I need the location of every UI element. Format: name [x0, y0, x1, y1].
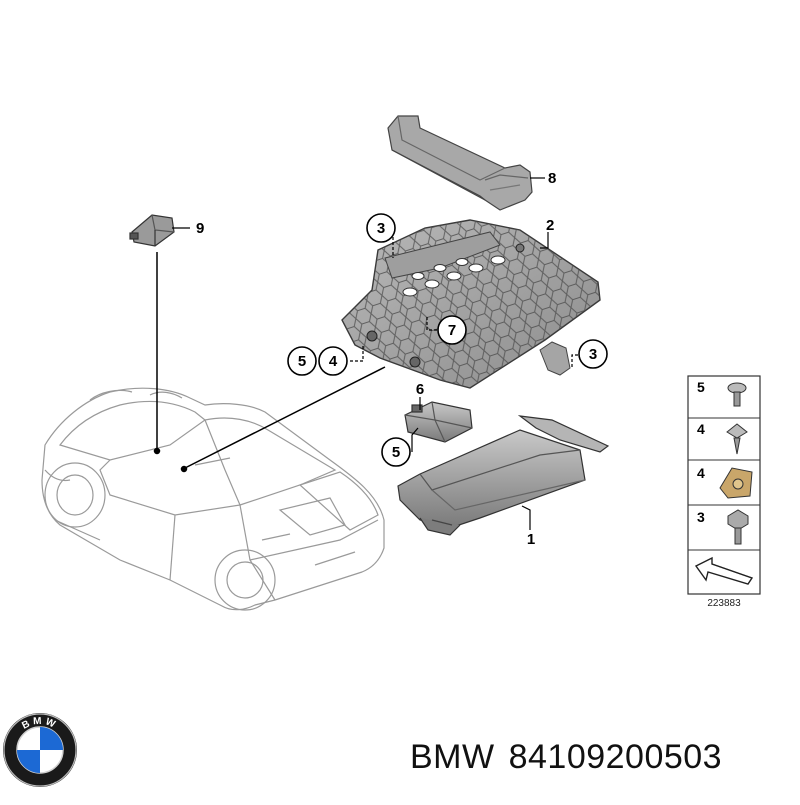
svg-text:5: 5 — [298, 353, 306, 370]
svg-text:7: 7 — [448, 322, 456, 339]
part-8-bracket — [387, 115, 533, 211]
brand-name: BMW — [410, 738, 495, 776]
callout-4: 4 — [318, 346, 348, 376]
svg-text:6: 6 — [416, 381, 424, 398]
callout-3-top: 3 — [366, 213, 396, 243]
callout-leaders — [172, 177, 578, 530]
bmw-logo: BMW — [3, 713, 77, 787]
part-9-module — [129, 214, 175, 247]
legend-row-hex-bolt: 3 — [697, 509, 749, 545]
svg-text:5: 5 — [392, 444, 400, 461]
legend-row-orientation-arrow — [694, 556, 754, 585]
callout-5-upper: 5 — [287, 346, 317, 376]
svg-text:4: 4 — [697, 465, 705, 481]
part-caption: BMW 84109200503 — [410, 738, 736, 777]
svg-text:8: 8 — [548, 170, 556, 187]
svg-text:1: 1 — [527, 531, 535, 548]
location-leaders — [153, 252, 386, 473]
svg-text:2: 2 — [546, 217, 554, 234]
svg-text:4: 4 — [697, 421, 705, 437]
part-1-main-unit — [397, 415, 610, 536]
svg-text:5: 5 — [697, 379, 705, 395]
callout-3-right: 3 — [578, 339, 608, 369]
svg-text:4: 4 — [329, 353, 338, 370]
svg-text:3: 3 — [377, 220, 385, 237]
svg-text:3: 3 — [589, 346, 597, 363]
part-number: 84109200503 — [508, 738, 723, 776]
callout-6: 6 — [416, 381, 424, 398]
svg-text:9: 9 — [196, 220, 204, 237]
car-wheel-rear — [214, 549, 276, 611]
car-outline — [41, 387, 385, 611]
part-2-mounting-plate — [341, 219, 601, 389]
car-wheel-front — [44, 462, 106, 528]
callout-9: 9 — [196, 220, 204, 237]
legend-row-speed-nut: 4 — [697, 465, 753, 499]
svg-text:BMW: BMW — [20, 716, 59, 732]
reference-code: 223883 — [707, 598, 741, 609]
svg-text:3: 3 — [697, 509, 705, 525]
callout-2: 2 — [546, 217, 554, 234]
legend-row-screw: 5 — [697, 379, 747, 407]
callout-5-lower: 5 — [381, 437, 411, 467]
fastener-legend: 5 4 4 3 223883 — [687, 375, 761, 609]
callout-8: 8 — [548, 170, 556, 187]
callout-7: 7 — [437, 315, 467, 345]
legend-row-clip-screw: 4 — [697, 421, 748, 455]
part-6-control-unit — [404, 401, 473, 443]
callout-1: 1 — [527, 531, 535, 548]
